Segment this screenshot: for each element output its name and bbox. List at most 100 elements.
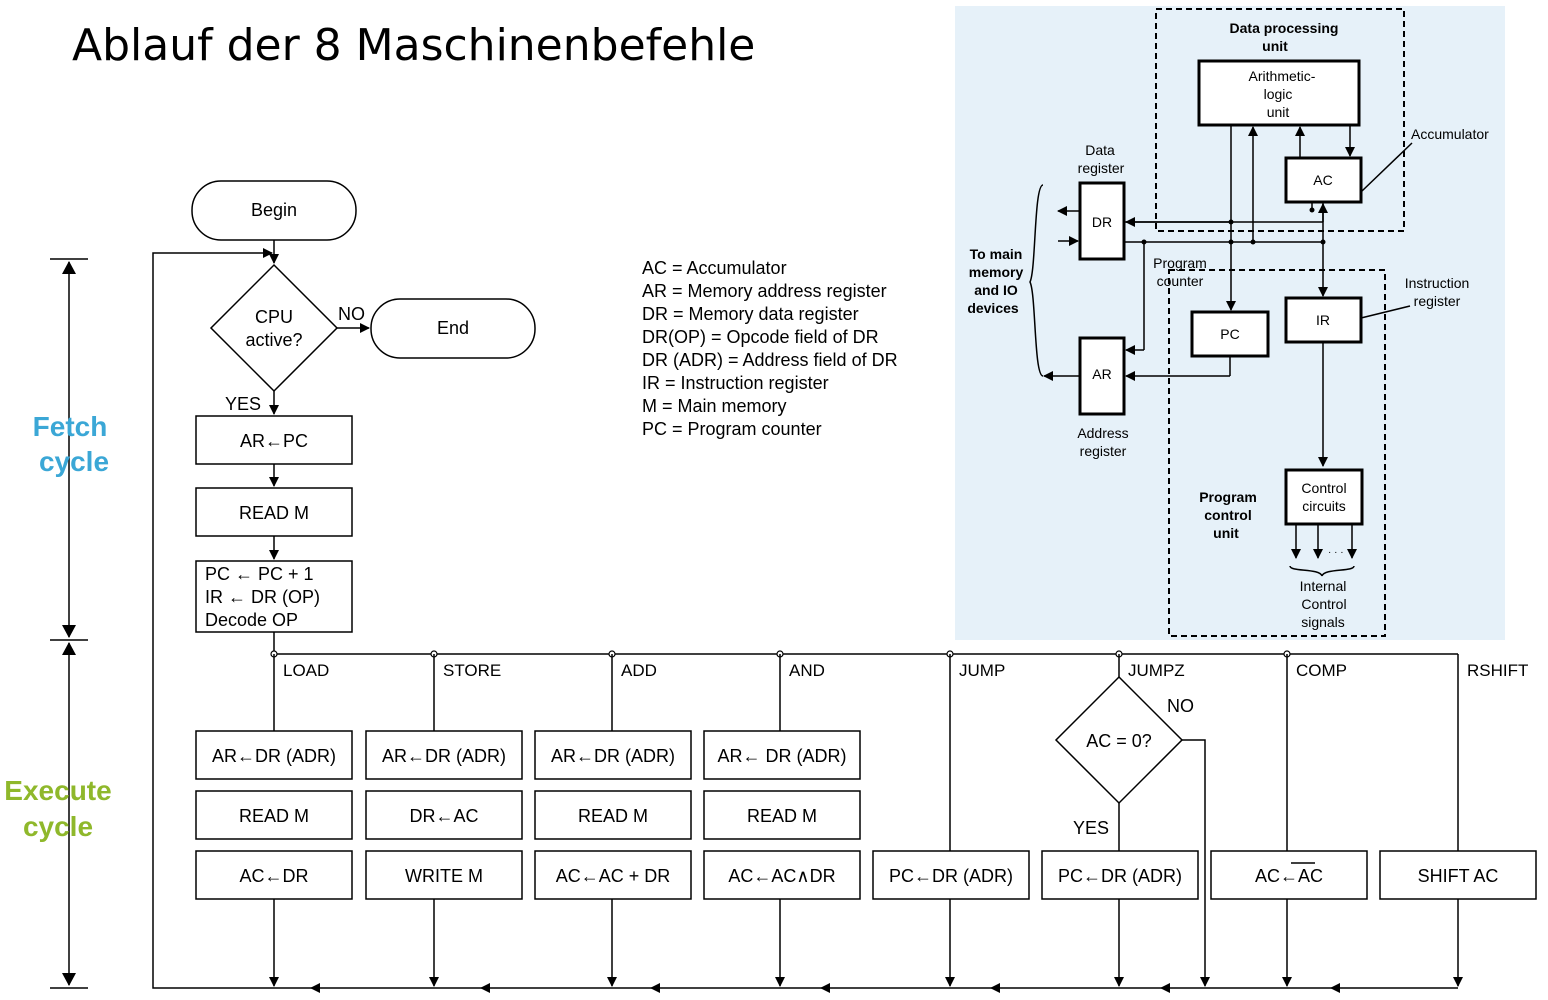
step-box — [365, 850, 523, 900]
step-box — [534, 790, 692, 840]
end-label: End — [437, 318, 469, 338]
fetch-step-box — [195, 487, 353, 537]
abbreviation-legend: AC = Accumulator AR = Memory address reg… — [642, 258, 898, 439]
step-label: AR←DR (ADR) — [212, 746, 336, 766]
step-label: AR← DR (ADR) — [718, 746, 847, 766]
step-label: READ M — [578, 806, 648, 826]
pcu-label-3: unit — [1213, 525, 1239, 541]
step-label: AC←DR — [239, 866, 308, 886]
pcu-label-1: Program — [1199, 489, 1257, 505]
ac-zero-decision — [1054, 675, 1184, 805]
pc-register — [1190, 310, 1270, 358]
step-label: READ M — [747, 806, 817, 826]
step-box — [703, 790, 861, 840]
step-label: SHIFT AC — [1418, 866, 1499, 886]
yes-label: YES — [225, 394, 261, 414]
decode-box — [195, 560, 353, 633]
instruction-name: RSHIFT — [1467, 661, 1528, 680]
ir-label-1: Instruction — [1405, 275, 1470, 291]
loop-arrowhead — [480, 983, 490, 993]
signal-dots: · · · — [1328, 547, 1344, 558]
fetch-step-label: READ M — [239, 503, 309, 523]
alu-box — [1197, 59, 1361, 127]
legend-item: AC = Accumulator — [642, 258, 787, 278]
step-label: WRITE M — [405, 866, 483, 886]
ac-register — [1284, 156, 1363, 204]
program-control-unit-frame — [1168, 269, 1386, 637]
to-main-label-1: To main — [970, 246, 1023, 262]
step-box — [195, 850, 353, 900]
legend-item: M = Main memory — [642, 396, 787, 416]
step-box — [365, 790, 523, 840]
fetch-step-box — [195, 415, 353, 465]
pcu-label-2: control — [1204, 507, 1251, 523]
no-label: NO — [338, 304, 365, 324]
step-box — [365, 730, 523, 780]
step-label: PC←DR (ADR) — [1058, 866, 1182, 886]
step-box — [195, 790, 353, 840]
ir-register-label: IR — [1316, 312, 1330, 328]
cpu-active-label-1: CPU — [255, 307, 293, 327]
begin-label: Begin — [251, 200, 297, 220]
step-label: PC←DR (ADR) — [889, 866, 1013, 886]
execute-cycle-label-2: cycle — [23, 811, 93, 842]
step-label: AC←AC∧DR — [728, 866, 835, 886]
alu-label-1: Arithmetic- — [1249, 68, 1316, 84]
jumpz-no-label: NO — [1167, 696, 1194, 716]
step-box — [703, 850, 861, 900]
accumulator-label: Accumulator — [1411, 126, 1489, 142]
cpu-diagram: Data processing unit Arithmetic- logic u… — [955, 6, 1505, 640]
step-label: AC←AC — [1255, 866, 1323, 886]
pc-register-label: PC — [1220, 326, 1239, 342]
dr-register — [1078, 181, 1126, 261]
step-label: DR←AC — [409, 806, 478, 826]
step-label: AC←AC + DR — [556, 866, 671, 886]
legend-item: AR = Memory address register — [642, 281, 887, 301]
to-main-label-2: memory — [969, 264, 1024, 280]
step-box — [703, 730, 861, 780]
fetch-cycle-label-2: cycle — [39, 446, 109, 477]
jumpz-yes-label: YES — [1073, 818, 1109, 838]
data-processing-unit-frame — [1155, 8, 1405, 232]
ir-label-2: register — [1414, 293, 1461, 309]
control-label-1: Control — [1301, 480, 1346, 496]
decode-line: PC ← PC + 1 — [205, 564, 314, 584]
decode-line: IR ← DR (OP) — [205, 587, 320, 607]
end-terminal — [370, 298, 536, 359]
ac-register-label: AC — [1313, 172, 1332, 188]
legend-item: IR = Instruction register — [642, 373, 829, 393]
instruction-name: AND — [789, 661, 825, 680]
legend-item: DR(OP) = Opcode field of DR — [642, 327, 879, 347]
signals-label-3: signals — [1301, 614, 1345, 630]
dr-label-2: register — [1078, 160, 1125, 176]
dr-label-1: Data — [1085, 142, 1115, 158]
dpu-label-2: unit — [1262, 38, 1288, 54]
loop-arrowhead — [310, 983, 320, 993]
loop-arrowhead — [650, 983, 660, 993]
loop-arrowhead — [990, 983, 1000, 993]
alu-label-3: unit — [1267, 104, 1290, 120]
alu-label-2: logic — [1264, 86, 1293, 102]
legend-item: PC = Program counter — [642, 419, 822, 439]
instruction-name: COMP — [1296, 661, 1347, 680]
dpu-label: Data processing — [1230, 20, 1339, 36]
loop-arrowhead — [820, 983, 830, 993]
step-box — [872, 850, 1030, 900]
legend-item: DR = Memory data register — [642, 304, 859, 324]
step-box — [534, 850, 692, 900]
fetch-flow: Begin CPU active? NO End YES AR←PC READ … — [152, 180, 1458, 989]
pc-label-1: Program — [1153, 255, 1207, 271]
step-box — [1041, 850, 1199, 900]
signals-label-2: Control — [1301, 596, 1346, 612]
cpu-active-decision — [209, 263, 339, 393]
step-label: READ M — [239, 806, 309, 826]
ar-register-label: AR — [1092, 366, 1111, 382]
to-main-label-3: and IO — [974, 282, 1018, 298]
fetch-step-label: AR←PC — [240, 431, 308, 451]
step-label: AR←DR (ADR) — [551, 746, 675, 766]
ac-zero-label: AC = 0? — [1086, 731, 1152, 751]
cpu-active-label-2: active? — [245, 330, 302, 350]
step-box — [1210, 850, 1368, 900]
to-main-label-4: devices — [967, 300, 1019, 316]
